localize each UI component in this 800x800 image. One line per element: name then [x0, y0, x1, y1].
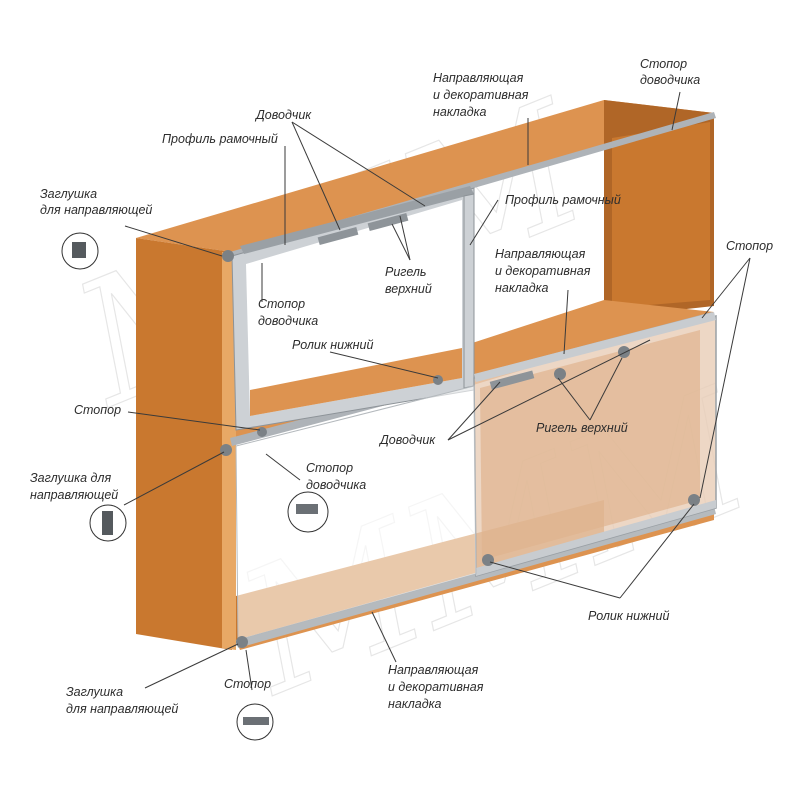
leader-end-cap-bottom	[144, 643, 239, 689]
leader-roller-right-2	[619, 503, 695, 599]
label-stopper-right: Стопор	[726, 239, 773, 253]
label-stopper-closer-top: Стопор доводчика	[640, 57, 700, 87]
label-closer-top: Доводчик	[254, 108, 312, 122]
end-cap-top-part	[222, 250, 234, 262]
upper-door-top-rail	[240, 186, 474, 254]
label-stopper-bottom: Стопор	[224, 677, 271, 691]
labels: Направляющая и декоративная накладка Сто…	[30, 57, 773, 716]
stopper-left-part	[257, 427, 267, 437]
label-stopper-left: Стопор	[74, 403, 121, 417]
glass-reflection	[480, 330, 700, 560]
label-bottom-track: Направляющая и декоративная накладка	[388, 663, 487, 711]
frame-profile-right-bar	[463, 193, 475, 389]
leader-runner-right-1	[557, 377, 591, 421]
leader-end-cap-top	[124, 225, 223, 257]
leader-runner-left-1	[391, 223, 411, 261]
end-cap-icon-2	[102, 511, 113, 535]
stopper-bottom-icon	[243, 717, 269, 725]
label-stopper-closer-left: Стопор доводчика	[258, 297, 318, 328]
end-cap-bottom-part	[236, 636, 248, 648]
closer-middle-part	[489, 370, 535, 390]
callout-icons	[61, 232, 329, 741]
label-end-cap-top: Заглушка для направляющей	[40, 187, 152, 217]
label-top-runner-right: Ригель верхний	[536, 421, 628, 435]
label-top-track: Направляющая и декоративная накладка	[433, 71, 532, 119]
leader-runner-right-2	[589, 357, 623, 421]
stopper-closer-icon	[296, 504, 318, 514]
lower-left-glass	[235, 385, 477, 641]
glass-door-top-rail	[474, 312, 716, 382]
leader-middle-track	[563, 289, 569, 355]
roller-upper	[433, 375, 443, 385]
roller-lower-right	[688, 494, 700, 506]
label-end-cap-bottom: Заглушка для направляющей	[66, 685, 178, 716]
lower-glass-door	[473, 312, 717, 577]
runner-middle-left	[554, 368, 566, 380]
end-cap-middle-part	[220, 444, 232, 456]
end-cap-icon	[72, 242, 86, 258]
left-side-panel	[136, 238, 232, 650]
leader-roller-right-1	[489, 561, 621, 599]
leader-stopper-closer-bottom	[265, 453, 301, 481]
label-stopper-closer-bottom: Стопор доводчика	[306, 461, 366, 492]
label-frame-profile-right: Профиль рамочный	[505, 193, 621, 207]
roller-lower-left	[482, 554, 494, 566]
label-middle-track: Направляющая и декоративная накладка	[495, 247, 594, 295]
label-frame-profile-left: Профиль рамочный	[162, 132, 278, 146]
label-bottom-roller-right: Ролик нижний	[588, 609, 670, 623]
leader-closer-middle-1	[447, 381, 501, 441]
upper-door-shelf-view	[250, 348, 462, 416]
leader-stopper-closer-top	[671, 91, 681, 131]
glass-door-bottom-rail	[476, 500, 716, 576]
leader-lines	[123, 91, 751, 691]
label-closer-middle: Доводчик	[378, 433, 436, 447]
leader-roller-left	[329, 351, 439, 379]
top-board	[136, 100, 714, 252]
leader-stopper-bottom	[245, 649, 253, 691]
right-inner-panel-face	[612, 122, 710, 308]
label-bottom-roller-left: Ролик нижний	[292, 338, 374, 352]
leader-frame-profile-right	[469, 199, 499, 246]
hardware	[220, 212, 700, 648]
leader-closer-top-1	[291, 121, 426, 207]
runner-top-part	[367, 212, 409, 232]
leader-bottom-track	[371, 611, 397, 663]
label-end-cap-middle: Заглушка для направляющей	[30, 471, 118, 502]
closer-top-part	[317, 226, 359, 246]
leader-stopper-right-2	[699, 257, 751, 499]
leader-runner-left-2	[399, 215, 411, 261]
leader-closer-middle-2	[447, 339, 651, 441]
leader-stopper-right-1	[701, 257, 751, 319]
label-top-runner-left: Ригель верхний	[385, 265, 432, 296]
leader-stopper-left	[127, 411, 261, 431]
runner-middle-right	[618, 346, 630, 358]
upper-frame-door	[231, 186, 475, 431]
leader-end-cap-middle	[123, 451, 225, 506]
leader-closer-top-2	[291, 121, 341, 231]
